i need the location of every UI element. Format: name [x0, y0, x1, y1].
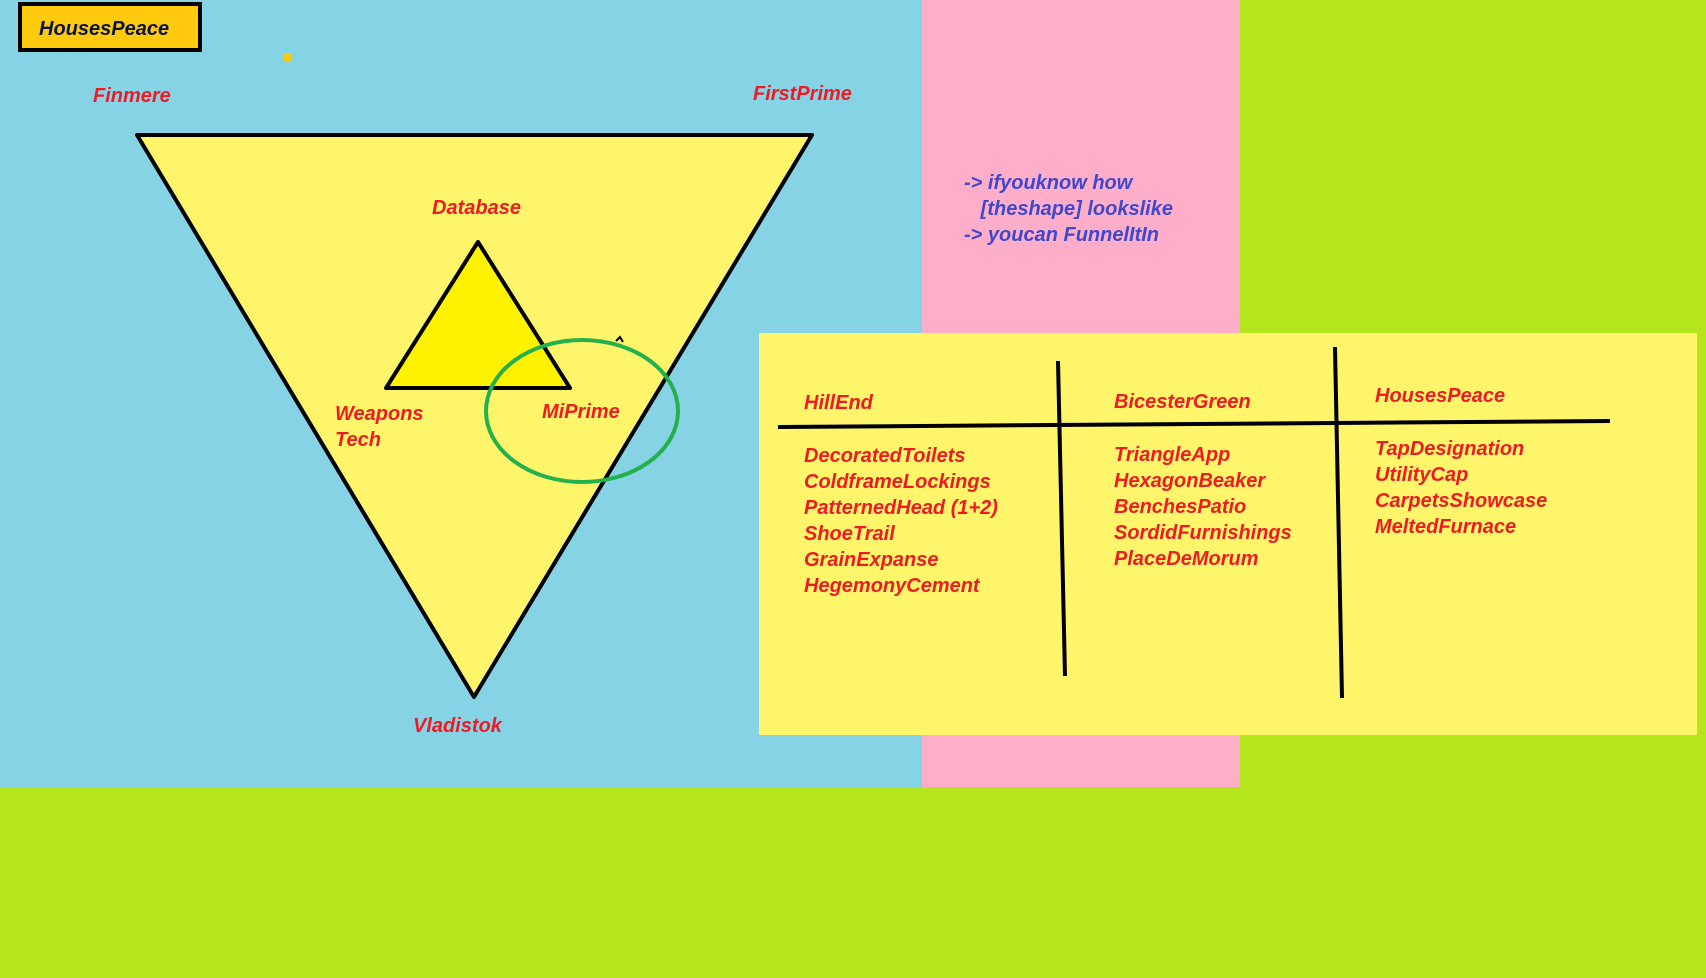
label-vladistok: Vladistok — [413, 715, 502, 737]
label-firstprime: FirstPrime — [753, 83, 852, 105]
stray-dot — [284, 54, 291, 61]
green-circle — [484, 338, 680, 484]
column-list-housespeace: TapDesignation UtilityCap CarpetsShowcas… — [1375, 436, 1547, 540]
inner-triangle — [384, 240, 572, 390]
column-list-bicestergreen: TriangleApp HexagonBeaker BenchesPatio S… — [1114, 442, 1292, 572]
list-item: PatternedHead (1+2) — [804, 497, 998, 519]
list-item: GrainExpanse — [804, 549, 939, 571]
note-line: [theshape] lookslike — [964, 198, 1173, 220]
list-item: UtilityCap — [1375, 464, 1469, 486]
list-item: ColdframeLockings — [804, 471, 991, 493]
note-line: -> youcan FunnelItIn — [964, 224, 1160, 246]
list-item: TriangleApp — [1114, 444, 1231, 466]
list-item: CarpetsShowcase — [1375, 490, 1548, 512]
table-header-rule — [777, 419, 1611, 429]
list-item: HegemonyCement — [804, 575, 980, 597]
title-box: HousesPeace — [18, 2, 202, 52]
column-header-hillend: HillEnd — [804, 392, 873, 414]
table-divider-2 — [1333, 346, 1344, 699]
table-divider-1 — [1056, 360, 1067, 677]
notes: -> ifyouknow how [theshape] lookslike ->… — [964, 170, 1173, 248]
outer-triangle — [135, 133, 814, 699]
list-item: MeltedFurnace — [1375, 516, 1517, 538]
label-weapons: Weapons — [335, 403, 424, 425]
label-miprime: MiPrime — [542, 401, 620, 423]
label-finmere: Finmere — [93, 85, 171, 107]
label-database: Database — [432, 197, 521, 219]
label-tech: Tech — [335, 429, 381, 451]
column-header-bicestergreen: BicesterGreen — [1114, 391, 1251, 413]
list-item: PlaceDeMorum — [1114, 548, 1259, 570]
list-item: SordidFurnishings — [1114, 522, 1292, 544]
list-item: DecoratedToilets — [804, 445, 966, 467]
small-tick-mark — [615, 335, 624, 343]
note-line: -> ifyouknow how — [964, 172, 1133, 194]
table-panel — [759, 333, 1697, 735]
title-text: HousesPeace — [39, 18, 170, 40]
list-item: TapDesignation — [1375, 438, 1525, 460]
column-list-hillend: DecoratedToilets ColdframeLockings Patte… — [804, 443, 998, 599]
list-item: HexagonBeaker — [1114, 470, 1266, 492]
list-item: ShoeTrail — [804, 523, 895, 545]
column-header-housespeace: HousesPeace — [1375, 385, 1506, 407]
list-item: BenchesPatio — [1114, 496, 1247, 518]
